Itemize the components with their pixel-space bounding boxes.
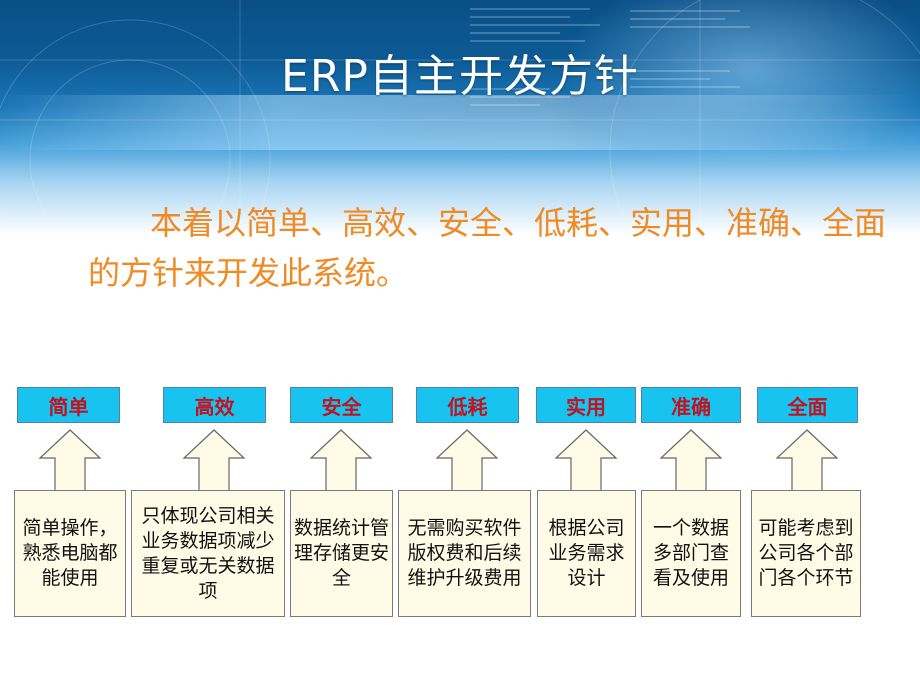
principle-label-low-cost: 低耗 xyxy=(416,387,519,423)
header-banner xyxy=(0,0,920,235)
principle-desc-practical: 根据公司业务需求设计 xyxy=(537,490,636,617)
principle-label-efficient: 高效 xyxy=(163,387,266,423)
principle-label-comprehensive: 全面 xyxy=(757,387,858,423)
up-arrow-icon xyxy=(38,429,102,492)
principle-desc-accurate: 一个数据多部门查看及使用 xyxy=(641,490,741,617)
principle-label-simple: 简单 xyxy=(17,387,120,423)
principle-desc-text: 根据公司业务需求设计 xyxy=(548,517,625,589)
up-arrow-icon xyxy=(435,429,499,492)
principle-desc-text: 简单操作，熟悉电脑都能使用 xyxy=(22,517,118,589)
up-arrow-icon xyxy=(309,429,373,492)
principle-label-accurate: 准确 xyxy=(641,387,741,423)
principle-desc-efficient: 只体现公司相关业务数据项减少重复或无关数据项 xyxy=(131,490,285,617)
paragraph-text: 本着以简单、高效、安全、低耗、实用、准确、全面的方针来开发此系统。 xyxy=(88,204,887,292)
principle-desc-secure: 数据统计管理存储更安全 xyxy=(290,490,393,617)
principle-desc-low-cost: 无需购买软件版权费和后续维护升级费用 xyxy=(398,490,531,617)
up-arrow-icon xyxy=(775,429,839,492)
up-arrow-icon xyxy=(659,429,723,492)
slide-paragraph: 本着以简单、高效、安全、低耗、实用、准确、全面的方针来开发此系统。 xyxy=(88,198,888,298)
principle-desc-text: 只体现公司相关业务数据项减少重复或无关数据项 xyxy=(141,504,275,602)
principle-desc-text: 一个数据多部门查看及使用 xyxy=(652,517,729,589)
banner-streak xyxy=(0,95,920,150)
principle-desc-simple: 简单操作，熟悉电脑都能使用 xyxy=(14,490,126,617)
up-arrow-icon xyxy=(182,429,246,492)
principle-desc-text: 可能考虑到公司各个部门各个环节 xyxy=(758,517,854,589)
principle-desc-text: 无需购买软件版权费和后续维护升级费用 xyxy=(407,517,522,589)
principle-label-secure: 安全 xyxy=(290,387,393,423)
up-arrow-icon xyxy=(554,429,618,492)
principle-desc-text: 数据统计管理存储更安全 xyxy=(293,517,389,589)
banner-decoration xyxy=(0,0,920,235)
slide-title: ERP自主开发方针 xyxy=(281,51,639,102)
principle-label-practical: 实用 xyxy=(536,387,636,423)
principle-desc-comprehensive: 可能考虑到公司各个部门各个环节 xyxy=(751,490,861,617)
